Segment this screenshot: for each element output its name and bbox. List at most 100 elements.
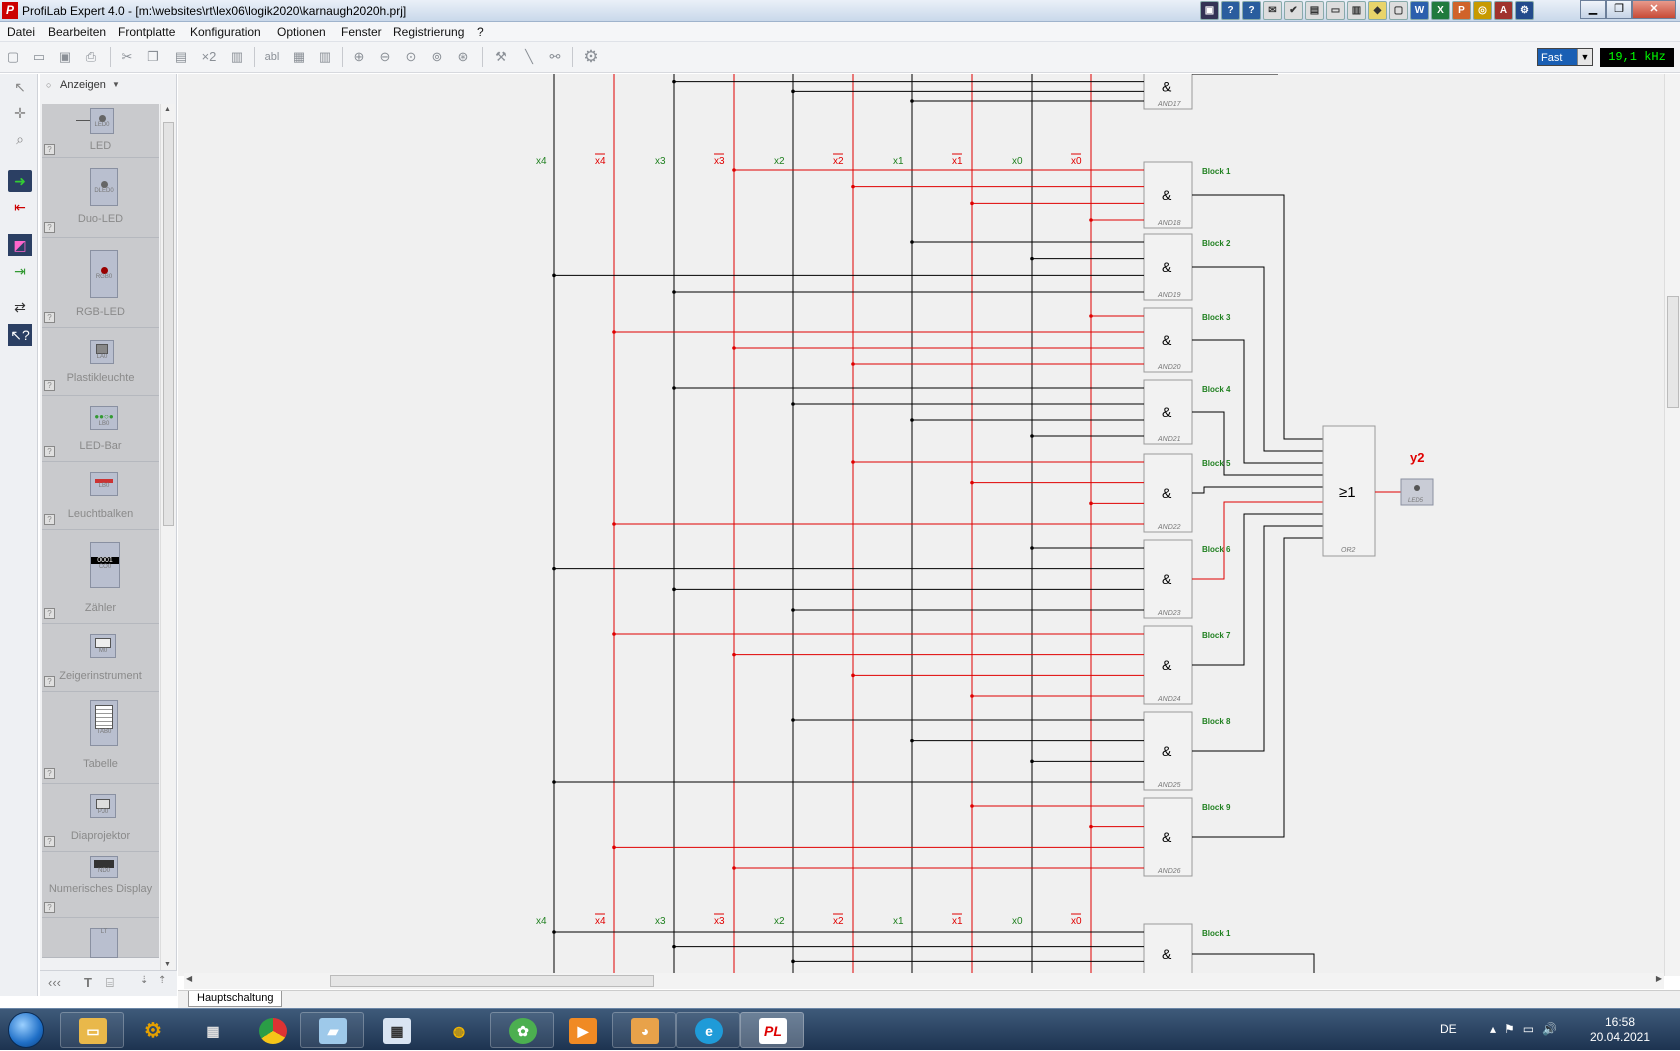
help-icon[interactable]: ?: [44, 836, 55, 847]
menu-help[interactable]: ?: [477, 25, 484, 39]
binoculars-icon[interactable]: ⌸: [106, 975, 114, 990]
pointer-icon[interactable]: ↖: [14, 79, 26, 95]
menu-optionen[interactable]: Optionen: [277, 25, 326, 39]
taskbar-paint[interactable]: ◕: [612, 1012, 676, 1048]
excel-icon[interactable]: X: [1431, 1, 1450, 20]
menu-frontplatte[interactable]: Frontplatte: [118, 25, 176, 39]
run-arrow-icon[interactable]: ➜: [8, 170, 32, 192]
move-down-icon[interactable]: ⇣: [140, 975, 149, 986]
cut-icon[interactable]: ✂: [121, 49, 133, 64]
scrollbar-thumb[interactable]: [330, 975, 654, 987]
word-icon[interactable]: W: [1410, 1, 1429, 20]
taskbar-chip-app[interactable]: ▦: [180, 1012, 244, 1048]
taskbar-media-player[interactable]: ▶: [550, 1012, 614, 1048]
radio-icon[interactable]: ○: [46, 80, 52, 90]
folder-icon[interactable]: ▢: [1389, 1, 1408, 20]
tool-icon[interactable]: ◎: [1473, 1, 1492, 20]
taskbar-gear-app[interactable]: ⚙: [120, 1012, 184, 1048]
palette-item-numerisches-display[interactable]: ND0 Numerisches Display ?: [42, 852, 159, 918]
menu-bearbeiten[interactable]: Bearbeiten: [48, 25, 107, 39]
save-icon[interactable]: ▣: [58, 49, 72, 64]
taskbar-profilab[interactable]: PL: [740, 1012, 804, 1048]
palette-item-partial[interactable]: LT: [42, 918, 159, 958]
grid-icon[interactable]: ▦: [292, 49, 306, 64]
language-indicator[interactable]: DE: [1440, 1022, 1457, 1036]
connector-icon[interactable]: ⚯: [549, 49, 561, 64]
delete-icon[interactable]: ▥: [230, 49, 244, 64]
palette-item-zeigerinstrument[interactable]: M0 Zeigerinstrument ?: [42, 624, 159, 692]
help-icon[interactable]: ?: [44, 312, 55, 323]
book-icon[interactable]: ▥: [1347, 1, 1366, 20]
text-button[interactable]: abl: [264, 51, 280, 63]
text-tool-icon[interactable]: T: [84, 975, 92, 990]
duplicate-button[interactable]: ×2: [201, 49, 217, 64]
help-icon[interactable]: ?: [44, 222, 55, 233]
context-help-icon[interactable]: ↖?: [8, 324, 32, 346]
menu-fenster[interactable]: Fenster: [341, 25, 382, 39]
taskbar-pad-app[interactable]: ▰: [300, 1012, 364, 1048]
palette-item-rgb-led[interactable]: RGB0 RGB-LED ?: [42, 238, 159, 328]
palette-item-diaprojektor[interactable]: PJ0 Diaprojektor ?: [42, 784, 159, 852]
horizontal-scrollbar[interactable]: ◀ ▶: [184, 973, 1664, 989]
build-icon[interactable]: ⚒: [495, 49, 507, 64]
input-pin-icon[interactable]: ⇥: [14, 263, 26, 279]
maximize-button[interactable]: ❐: [1606, 0, 1632, 19]
help-icon[interactable]: ?: [44, 514, 55, 525]
scrollbar-thumb[interactable]: [1667, 296, 1679, 408]
palette-item-duo-led[interactable]: DLED0 Duo-LED ?: [42, 158, 159, 238]
paste-icon[interactable]: ▤: [174, 49, 188, 64]
taskbar-chrome[interactable]: [240, 1012, 304, 1048]
level-icon[interactable]: ◩: [8, 234, 32, 256]
tab-hauptschaltung[interactable]: Hauptschaltung: [188, 991, 283, 1007]
zoom-reset-icon[interactable]: ⊛: [457, 49, 469, 64]
tray-icons[interactable]: ▴⚑▭🔊: [1490, 1022, 1566, 1036]
taskbar-explorer[interactable]: ▭: [60, 1012, 124, 1048]
powerpoint-icon[interactable]: P: [1452, 1, 1471, 20]
palette-item-leuchtbalken[interactable]: LB0 Leuchtbalken ?: [42, 462, 159, 530]
swap-icon[interactable]: ⇄: [14, 299, 26, 315]
help-icon[interactable]: ?: [44, 676, 55, 687]
palette-view-select[interactable]: Anzeigen: [60, 79, 106, 91]
palette-item-led[interactable]: LED0 LED ?: [42, 104, 159, 158]
clipboard-icon[interactable]: ▤: [1305, 1, 1324, 20]
card-icon[interactable]: ▭: [1326, 1, 1345, 20]
help-icon[interactable]: ?: [44, 902, 55, 913]
menu-datei[interactable]: Datei: [7, 25, 36, 39]
magnifier-icon[interactable]: ⌕: [16, 131, 24, 147]
palette-item-led-bar[interactable]: ●●○●LB0 LED-Bar ?: [42, 396, 159, 462]
palette-item-tabelle[interactable]: TAB0 Tabelle ?: [42, 692, 159, 784]
gear-icon[interactable]: ⚙: [583, 47, 599, 66]
columns-icon[interactable]: ▥: [318, 49, 332, 64]
check-icon[interactable]: ✔: [1284, 1, 1303, 20]
start-button[interactable]: [8, 1012, 44, 1048]
zoom-page-icon[interactable]: ⊚: [431, 49, 443, 64]
minimize-button[interactable]: ▁: [1580, 0, 1606, 19]
copy-icon[interactable]: ❐: [147, 49, 159, 64]
app-icon[interactable]: ▣: [1200, 1, 1219, 20]
help-icon[interactable]: ?: [44, 446, 55, 457]
note-icon[interactable]: ◆: [1368, 1, 1387, 20]
settings-app-icon[interactable]: ⚙: [1515, 1, 1534, 20]
crosshair-icon[interactable]: ✛: [14, 105, 26, 121]
zoom-fit-icon[interactable]: ⊙: [405, 49, 417, 64]
stop-arrow-icon[interactable]: ⇤: [14, 199, 26, 215]
palette-item-plastikleuchte[interactable]: LA0 Plastikleuchte ?: [42, 328, 159, 396]
chevron-down-icon[interactable]: ▼: [1577, 49, 1592, 65]
palette-scrollbar[interactable]: ▲ ▼: [160, 104, 175, 970]
taskbar-edge[interactable]: e: [676, 1012, 740, 1048]
print-icon[interactable]: ⎙: [85, 49, 97, 64]
help2-icon[interactable]: ?: [1242, 1, 1261, 20]
close-button[interactable]: ✕: [1632, 0, 1676, 19]
menu-konfiguration[interactable]: Konfiguration: [190, 25, 261, 39]
help-icon[interactable]: ?: [1221, 1, 1240, 20]
access-icon[interactable]: A: [1494, 1, 1513, 20]
open-folder-icon[interactable]: ▭: [32, 49, 46, 64]
menu-registrierung[interactable]: Registrierung: [393, 25, 465, 39]
mail-icon[interactable]: ✉: [1263, 1, 1282, 20]
taskbar-globe-app[interactable]: ◍: [426, 1012, 490, 1048]
collapse-button[interactable]: ‹‹‹: [48, 975, 61, 990]
chevron-down-icon[interactable]: ▼: [112, 80, 120, 89]
